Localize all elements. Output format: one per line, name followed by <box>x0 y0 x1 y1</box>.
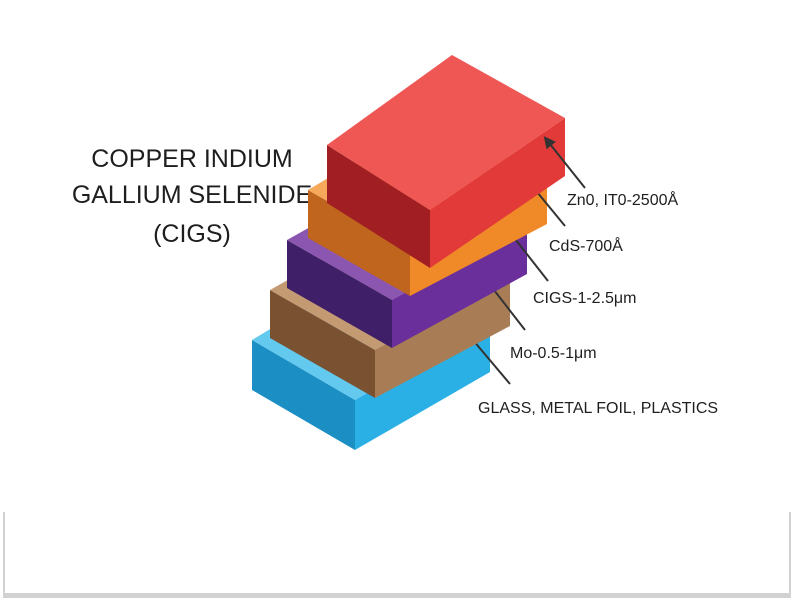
layer-label-cds: CdS-700Å <box>549 236 623 255</box>
layer-zno-left-face <box>327 145 430 268</box>
layer-substrate-left-face <box>252 340 355 450</box>
title-line-1: COPPER INDIUM <box>91 145 292 173</box>
title-line-3: (CIGS) <box>153 220 231 248</box>
layer-cigs-right-face <box>392 226 527 348</box>
layer-cds-left-face <box>308 190 410 296</box>
layer-label-zno: Zn0, IT0-2500Å <box>567 190 679 209</box>
arrow-zno <box>543 136 586 189</box>
layer-label-cigs: CIGS-1-2.5μm <box>533 290 636 307</box>
layer-cigs-left-face <box>287 240 392 348</box>
bottom-frame <box>3 512 791 598</box>
layer-label-substrate: GLASS, METAL FOIL, PLASTICS <box>478 400 718 417</box>
layer-zno-top-face <box>327 55 565 210</box>
layer-mo-right-face <box>375 278 510 398</box>
layer-labels: GLASS, METAL FOIL, PLASTICS Mo-0.5-1μm C… <box>478 190 718 417</box>
layer-zno <box>327 55 565 268</box>
layer-zno-right-face <box>430 118 565 268</box>
cigs-layer-diagram: COPPER INDIUM GALLIUM SELENIDE (CIGS) GL… <box>72 55 718 450</box>
layer-stack <box>252 55 586 450</box>
layer-label-mo: Mo-0.5-1μm <box>510 345 597 362</box>
layer-mo-left-face <box>270 290 375 398</box>
title-line-2: GALLIUM SELENIDE <box>72 181 312 209</box>
